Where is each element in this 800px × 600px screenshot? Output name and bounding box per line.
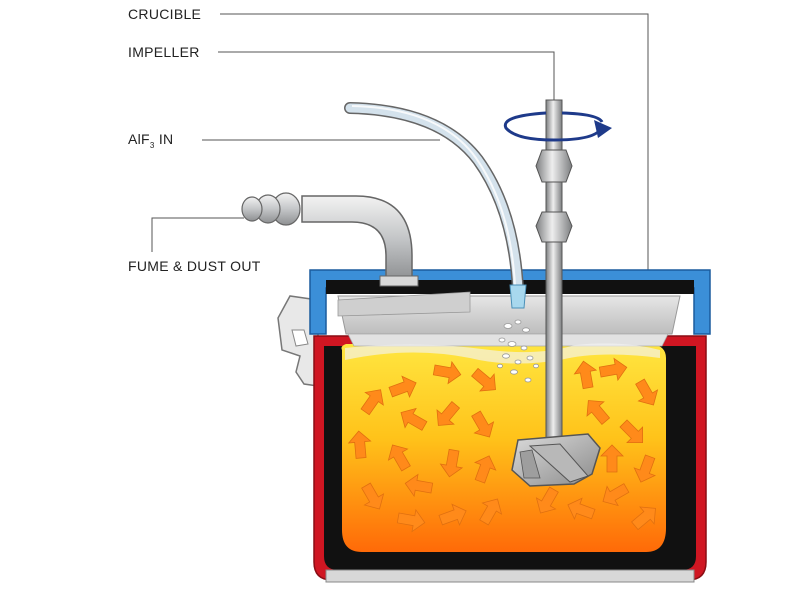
alf3-label: AlF3 IN — [128, 131, 173, 150]
impeller — [511, 99, 601, 487]
crucible-label: CRUCIBLE — [128, 6, 202, 22]
impeller-shaft-top — [545, 99, 563, 151]
gas-bubbles — [497, 319, 539, 383]
rotation-arrow-icon — [503, 111, 612, 142]
crucible-lid — [309, 269, 711, 347]
dross-layer — [345, 343, 660, 364]
alf3-label-subscript: 3 — [149, 140, 155, 150]
alf3-label-suffix: IN — [154, 131, 174, 147]
fume-dust-label: FUME & DUST OUT — [128, 258, 261, 274]
fume-pipe — [241, 192, 419, 287]
impeller-shaft — [545, 241, 563, 443]
crucible-base — [325, 569, 695, 583]
alf3-tube — [344, 102, 527, 309]
impeller-label: IMPELLER — [128, 44, 200, 60]
impeller-leader — [218, 51, 555, 100]
molten-metal — [341, 344, 666, 552]
leader-lines — [151, 13, 649, 272]
crucible-leader — [220, 13, 649, 272]
alf3-label-prefix: AlF — [128, 131, 150, 147]
fume-leader — [151, 217, 244, 252]
